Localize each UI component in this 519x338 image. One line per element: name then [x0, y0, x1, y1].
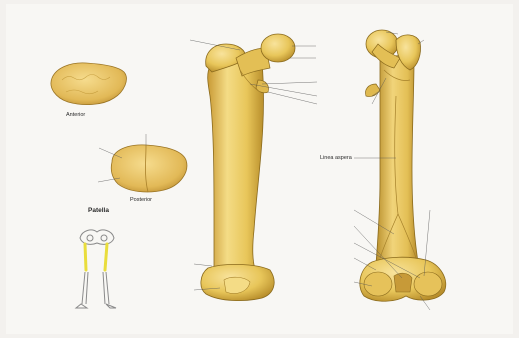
femur-posterior-intercondylar-fossa	[394, 273, 412, 292]
patella-title: Patella	[88, 208, 109, 214]
femur-posterior-lateral-condyle	[364, 272, 392, 296]
femur-anterior-head	[261, 34, 295, 62]
skeleton-femur-right-highlight	[105, 244, 107, 270]
patella-posterior-bone	[111, 145, 187, 192]
femur-posterior-medial-condyle	[414, 272, 442, 296]
femur-posterior-shaft	[376, 56, 418, 264]
skeleton-femur-left-highlight	[85, 244, 86, 270]
label-linea-aspera: Linea aspera	[320, 155, 352, 161]
patella-anterior-caption: Anterior	[66, 112, 85, 118]
patella-posterior-caption: Posterior	[130, 197, 152, 203]
